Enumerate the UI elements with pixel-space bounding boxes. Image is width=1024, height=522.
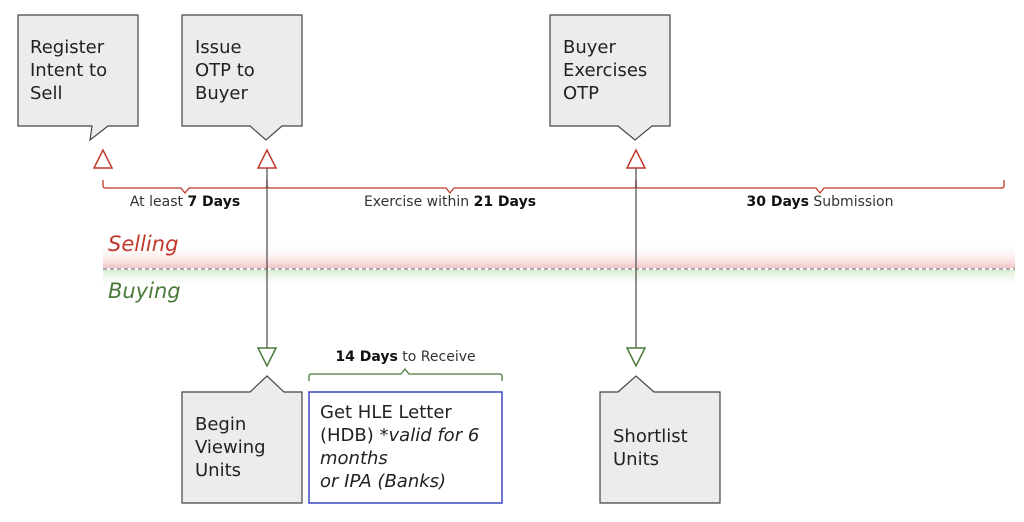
callout-shortlist — [599, 375, 721, 504]
event-text-line: OTP to — [195, 60, 255, 81]
milestone-marker-register — [92, 148, 114, 169]
callout-register-intent — [17, 14, 139, 142]
event-text-line: Begin — [195, 414, 247, 435]
period-suffix: Submission — [808, 194, 894, 210]
event-begin-viewing: Begin Viewing Units — [195, 413, 266, 482]
period-suffix: to Receive — [397, 349, 476, 365]
period-duration: 14 Days — [335, 349, 398, 365]
event-text-line: Issue — [195, 37, 242, 58]
event-text-line: Intent to — [30, 60, 108, 81]
callout-issue-otp — [181, 14, 303, 141]
period-duration: 21 Days — [473, 194, 537, 210]
period-label-14-days: 14 Days to Receive — [309, 349, 502, 365]
event-buyer-exercises: Buyer Exercises OTP — [563, 36, 647, 105]
milestone-marker-shortlist — [625, 347, 647, 368]
event-issue-otp: Issue OTP to Buyer — [195, 36, 255, 105]
selling-lane-band — [103, 244, 1015, 268]
event-text-line: Units — [613, 449, 660, 470]
period-brace-30-days — [635, 180, 1005, 195]
period-label-21-days: Exercise within 21 Days — [310, 194, 590, 210]
hle-text-line: months — [320, 448, 388, 469]
hle-text-line: Get HLE Letter — [320, 402, 452, 423]
event-shortlist: Shortlist Units — [613, 425, 688, 471]
hle-letter-box — [308, 391, 503, 504]
milestone-marker-issue-otp — [256, 148, 278, 169]
hle-text-line: or IPA (Banks) — [320, 471, 447, 492]
callout-buyer-exercises — [549, 14, 671, 141]
event-text-line: Buyer — [195, 83, 248, 104]
event-text-line: Sell — [30, 83, 63, 104]
event-text-line: Units — [195, 460, 242, 481]
lane-label-buying: Buying — [108, 279, 181, 303]
hle-text-line: (HDB) *valid for 6 — [320, 424, 479, 447]
period-duration: 7 Days — [187, 194, 241, 210]
period-brace-21-days — [266, 180, 637, 195]
buying-lane-band — [103, 270, 1015, 288]
milestone-marker-exercise — [625, 148, 647, 169]
event-register-intent: Register Intent to Sell — [30, 36, 107, 105]
period-label-7-days: At least 7 Days — [105, 194, 265, 210]
period-duration: 30 Days — [746, 194, 809, 210]
callout-begin-viewing — [181, 375, 303, 504]
event-text-line: OTP — [563, 83, 600, 104]
event-text-line: Viewing — [195, 437, 266, 458]
lane-label-selling: Selling — [108, 232, 179, 256]
period-brace-14-days — [308, 367, 503, 381]
milestone-marker-viewing — [256, 347, 278, 368]
hle-text-normal: (HDB) — [320, 425, 380, 446]
event-text-line: Buyer — [563, 37, 616, 58]
period-prefix: Exercise within — [363, 194, 474, 210]
hle-letter-text: Get HLE Letter (HDB) *valid for 6 months… — [320, 401, 479, 493]
period-label-30-days: 30 Days Submission — [700, 194, 940, 210]
period-brace-7-days — [102, 180, 268, 195]
period-prefix: At least — [129, 194, 188, 210]
event-text-line: Exercises — [563, 60, 648, 81]
event-text-line: Register — [30, 37, 105, 58]
hle-validity-note: *valid for 6 — [379, 425, 480, 446]
event-text-line: Shortlist — [613, 426, 688, 447]
